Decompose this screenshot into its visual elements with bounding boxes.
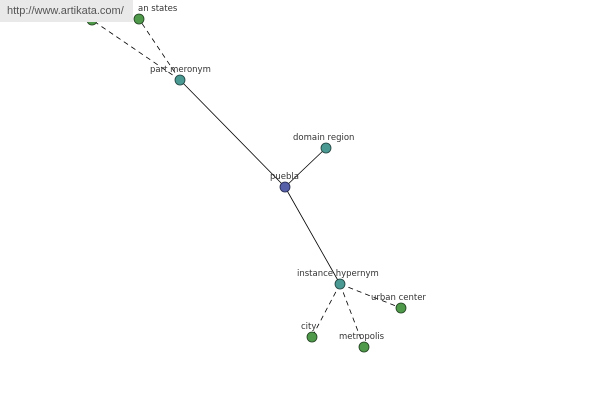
edge-puebla-part-meronym xyxy=(179,79,286,188)
label-part-meronym: part meronym xyxy=(150,65,211,75)
edge-instance-hypernym-urban-center xyxy=(339,283,402,309)
node-city[interactable] xyxy=(306,331,318,343)
node-urban-center[interactable] xyxy=(395,302,407,314)
label-domain-region: domain region xyxy=(293,133,354,143)
edge-instance-hypernym-metropolis xyxy=(339,283,365,348)
node-part-meronym[interactable] xyxy=(174,74,186,86)
graph-nodes xyxy=(86,13,407,353)
node-states[interactable] xyxy=(133,13,145,25)
watermark-url[interactable]: http://www.artikata.com/ xyxy=(0,0,133,22)
label-instance-hypernym: instance hypernym xyxy=(297,269,379,279)
label-metropolis: metropolis xyxy=(339,332,385,342)
graph-edges xyxy=(91,18,402,348)
label-puebla: puebla xyxy=(270,172,299,182)
edge-part-meronym-states xyxy=(138,18,181,81)
edge-puebla-instance-hypernym xyxy=(284,186,341,285)
node-domain-region[interactable] xyxy=(320,142,332,154)
node-puebla[interactable] xyxy=(279,181,291,193)
label-urban-center: urban center xyxy=(371,293,426,303)
graph-labels: an states part meronym domain region pue… xyxy=(138,4,426,342)
edge-puebla-domain-region xyxy=(284,147,327,188)
node-instance-hypernym[interactable] xyxy=(334,278,346,290)
node-metropolis[interactable] xyxy=(358,341,370,353)
edge-instance-hypernym-city xyxy=(311,283,341,338)
label-city: city xyxy=(301,322,316,332)
label-states: an states xyxy=(138,4,178,14)
